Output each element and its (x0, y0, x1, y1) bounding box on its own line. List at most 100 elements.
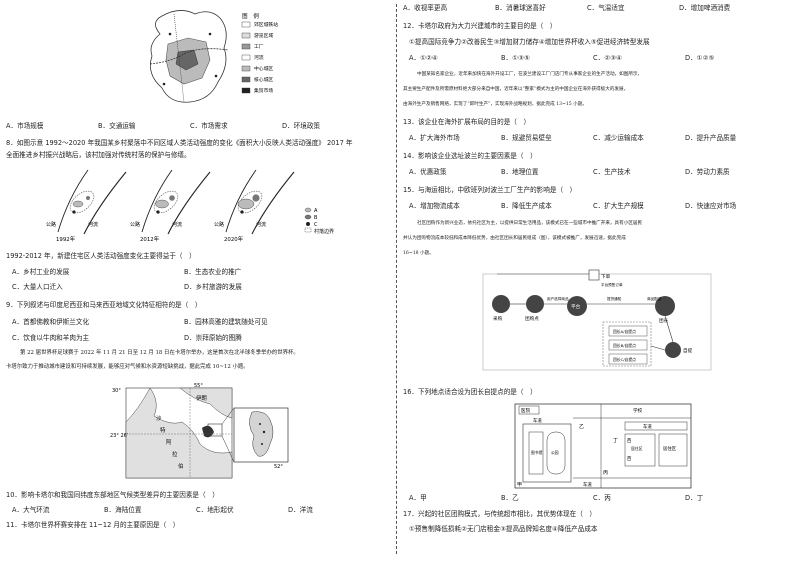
intro3-line2: 并认为团购物流成本较低和成本降低优势，由社区团长和居民组成（图），该模式被推广，… (403, 236, 626, 241)
intro2-line2: 其主要生产配件及所需原材料绝大部分来自中国，近年来以“整家”模式为主的中国企业在… (403, 87, 629, 92)
q12-statements: ①提高国际竞争力②改善民生③增加财力储存④增加世界杯收入⑤促进经济转型发展 (409, 38, 650, 46)
q7-option-d[interactable]: D．环境政策 (282, 122, 321, 130)
flow-leader-c: 团长C/自提点 (613, 357, 636, 362)
campus-west-1: 西 (627, 438, 632, 444)
q8-sub-stem: 1992-2012 年，新建住宅区人类活动强度变化主要得益于（ ） (6, 252, 196, 260)
q11-option-c[interactable]: C．气温适宜 (587, 4, 625, 12)
map-place-3: 阿 (166, 438, 172, 446)
q11-option-d[interactable]: D．增加啤酒消费 (679, 4, 731, 12)
q15-option-a[interactable]: A．增加物流成本 (409, 202, 460, 210)
fig2-area-b (252, 194, 260, 202)
q14-option-d[interactable]: D．劳动力素质 (685, 168, 730, 176)
legend-item: 河流 (254, 54, 264, 61)
campus-residential-1: 居住区 (663, 445, 677, 452)
fig2-river-label: 河流 (172, 221, 182, 228)
map-place-5: 伯 (178, 462, 183, 470)
q14-option-a[interactable]: A．优惠政策 (409, 168, 447, 176)
q16-option-c[interactable]: C．丙 (593, 494, 611, 502)
map-lon-52: 52° (274, 464, 283, 470)
q7-option-b[interactable]: B．交通运输 (98, 122, 136, 130)
q16-option-a[interactable]: A．甲 (409, 494, 427, 502)
fig2-area-a (237, 198, 255, 210)
flow-node-platform: 平台 (571, 303, 581, 310)
fig2-boundary (69, 190, 95, 214)
campus-mark-yi: 乙 (579, 423, 584, 430)
fig2-road (225, 169, 257, 233)
campus-residential-2: 居住区 (631, 446, 643, 451)
q10-option-d[interactable]: D．洋流 (288, 506, 313, 514)
q8-stem-line2: 全面推进乡村振兴战略后，该村加强对传统村落的保护与修缮。 (6, 151, 191, 159)
q12-option-c[interactable]: C．②③④ (593, 54, 622, 62)
q14-stem: 14．影响该企业选址波兰的主要因素是（ ） (403, 152, 537, 160)
q16-option-b[interactable]: B．乙 (501, 494, 519, 502)
q17-stem: 17．兴起的社区团购模式，与传统超市相比，其优势体现在（ ） (403, 510, 597, 518)
fig2-legend-c: C (314, 222, 318, 228)
q13-option-d[interactable]: D．提升产品质量 (685, 134, 737, 142)
q12-option-d[interactable]: D．①②⑤ (685, 54, 715, 62)
q10-option-b[interactable]: B．海陆位置 (104, 506, 142, 514)
q13-option-c[interactable]: C．减少运输成本 (593, 134, 644, 142)
flow-leader-a: 团长A/自提点 (613, 329, 636, 334)
fig2-river-label: 河流 (256, 221, 266, 228)
fig2-year-label: 2012年 (140, 235, 160, 243)
q15-option-c[interactable]: C．扩大生产规模 (593, 202, 644, 210)
q9-option-b[interactable]: B．园林高雅的建筑随处可见 (184, 318, 268, 326)
q15-option-d[interactable]: D．快速应对市场 (685, 202, 737, 210)
q13-option-a[interactable]: A．扩大海外市场 (409, 134, 460, 142)
q16-option-d[interactable]: D．丁 (685, 494, 704, 502)
q11-option-a[interactable]: A．收视率更高 (403, 4, 448, 12)
fig2-area-a (72, 200, 84, 208)
q8-option-d[interactable]: D．乡村旅游的发展 (184, 283, 242, 291)
intro2-line3: 由海外生产及销售网络，实现了“即时生产”，实现海外战略规划，据此完成 13~15… (403, 102, 587, 107)
q8-option-b[interactable]: B．生态农业的推广 (184, 268, 242, 276)
fig2-year-label: 1992年 (56, 235, 76, 243)
q16-stem: 16．下列地点适合设为团长自提点的是（ ） (403, 388, 537, 396)
fig2-legend-a: A (314, 208, 318, 214)
q14-option-c[interactable]: C．生产技术 (593, 168, 631, 176)
fig2-river (167, 171, 211, 235)
fig2-boundary (153, 190, 179, 214)
fig2-year-label: 2020年 (224, 235, 244, 243)
fig2-road (57, 169, 89, 233)
legend-item: 工厂 (254, 44, 264, 50)
flow-node-purchase: 采购 (493, 315, 503, 322)
fig2-road-label: 公路 (46, 221, 56, 228)
q9-option-c[interactable]: C．饮食以牛肉和羊肉为主 (12, 334, 90, 342)
campus-mark-bing: 丙 (603, 470, 608, 476)
q11-option-b[interactable]: B．消暑球迷喜好 (495, 4, 546, 12)
q12-option-a[interactable]: A．①②④ (409, 54, 438, 62)
intro-qatar-line2: 卡塔尔致力于推动城市建设和可持续发展，能够应对气候和水资源短缺挑战，据此完成 1… (6, 364, 249, 370)
legend-swatch (241, 65, 251, 72)
q8-option-a[interactable]: A．乡村工业的发展 (12, 268, 70, 276)
q7-option-a[interactable]: A．市场规模 (6, 122, 44, 130)
q12-option-b[interactable]: B．①③⑤ (501, 54, 530, 62)
fig2-road-label: 公路 (130, 221, 140, 228)
campus-west-2: 西 (627, 456, 632, 462)
q9-option-a[interactable]: A．首都佛教和伊斯兰文化 (12, 318, 90, 326)
q10-option-c[interactable]: C．地形起伏 (196, 506, 234, 514)
figure-community-map: 医院 学校 车道 车道 西 居住区 西 居住区 车道 图书馆 公园 甲 乙 丙 … (514, 403, 692, 489)
q8-option-c[interactable]: C．大量人口迁入 (12, 283, 63, 291)
q17-statements: ①预售制降低损耗②无门店租金③提高品牌知名度④降低产品成本 (409, 525, 598, 533)
q10-option-a[interactable]: A．大气环流 (12, 506, 50, 514)
legend-title: 图 例 (242, 12, 259, 20)
q12-stem: 12．卡塔尔政府为大力兴建城市的主要目的是（ ） (403, 22, 557, 30)
legend-item: 核心城区 (254, 76, 273, 83)
q7-option-c[interactable]: C．市场需求 (190, 122, 228, 130)
q15-option-b[interactable]: B．降低生产成本 (501, 202, 552, 210)
map-place-iran: 伊朗 (196, 394, 207, 402)
fig2-legend: A B C 村落边界 (304, 207, 334, 235)
q13-option-b[interactable]: B．规避贸易壁垒 (501, 134, 552, 142)
fig2-area-c (240, 210, 244, 214)
q13-stem: 13．该企业在海外扩展布局的目的是（ ） (403, 118, 531, 126)
q9-option-d[interactable]: D．崇拜原始的图腾 (184, 334, 242, 342)
intro3-line3: 16~18 小题。 (403, 251, 434, 256)
flow-leader-b: 团长B/自提点 (613, 343, 636, 348)
fig2-legend-b: B (314, 215, 318, 221)
legend-swatch (241, 76, 251, 83)
legend-item: 中心城区 (254, 65, 273, 72)
campus-school: 学校 (633, 407, 643, 414)
flow-node-order: 下单 (601, 273, 611, 280)
q14-option-b[interactable]: B．地理位置 (501, 168, 539, 176)
